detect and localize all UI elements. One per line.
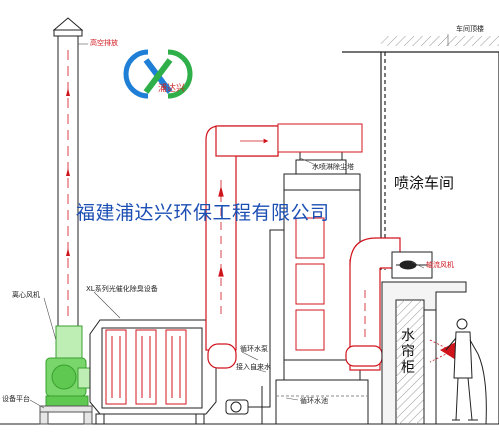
label-water-curtain: 水帘柜 [401, 328, 415, 376]
chimney-stack [52, 17, 84, 327]
catalytic-device [89, 319, 217, 425]
company-logo [123, 49, 193, 99]
label-centrifugal-fan: 离心风机 [12, 291, 40, 299]
duct-device-to-tower [205, 125, 279, 369]
spray-tower [275, 123, 369, 425]
label-workshop-roof: 车间顶楼 [456, 25, 484, 33]
label-axial-fan: 轴流风机 [426, 261, 454, 269]
equipment-platform [39, 405, 93, 425]
label-circulating-pool: 循环水池 [300, 397, 328, 405]
paint-workshop-building [342, 36, 499, 424]
axial-fan [391, 251, 433, 279]
label-equipment-platform: 设备平台 [2, 395, 30, 403]
label-circulating-pump: 循环水泵 [240, 345, 268, 353]
logo-text: 浦达兴 [158, 84, 186, 94]
duct-tower-to-fan [345, 237, 401, 371]
circulating-pump [225, 229, 284, 424]
company-banner: 福建浦达兴环保工程有限公司 [76, 202, 330, 224]
water-curtain-cabinet [381, 281, 467, 425]
leader-lines [29, 34, 449, 409]
label-spray-tower: 水喷淋除尘塔 [312, 163, 354, 171]
label-high-exhaust: 高空排放 [90, 39, 118, 47]
worker-figure [445, 318, 487, 425]
label-catalytic-device: XL系列光催化除臭设备 [86, 285, 158, 293]
label-tap-water-inlet: 接入自来水 [236, 363, 271, 371]
label-paint-workshop: 喷涂车间 [394, 174, 455, 192]
